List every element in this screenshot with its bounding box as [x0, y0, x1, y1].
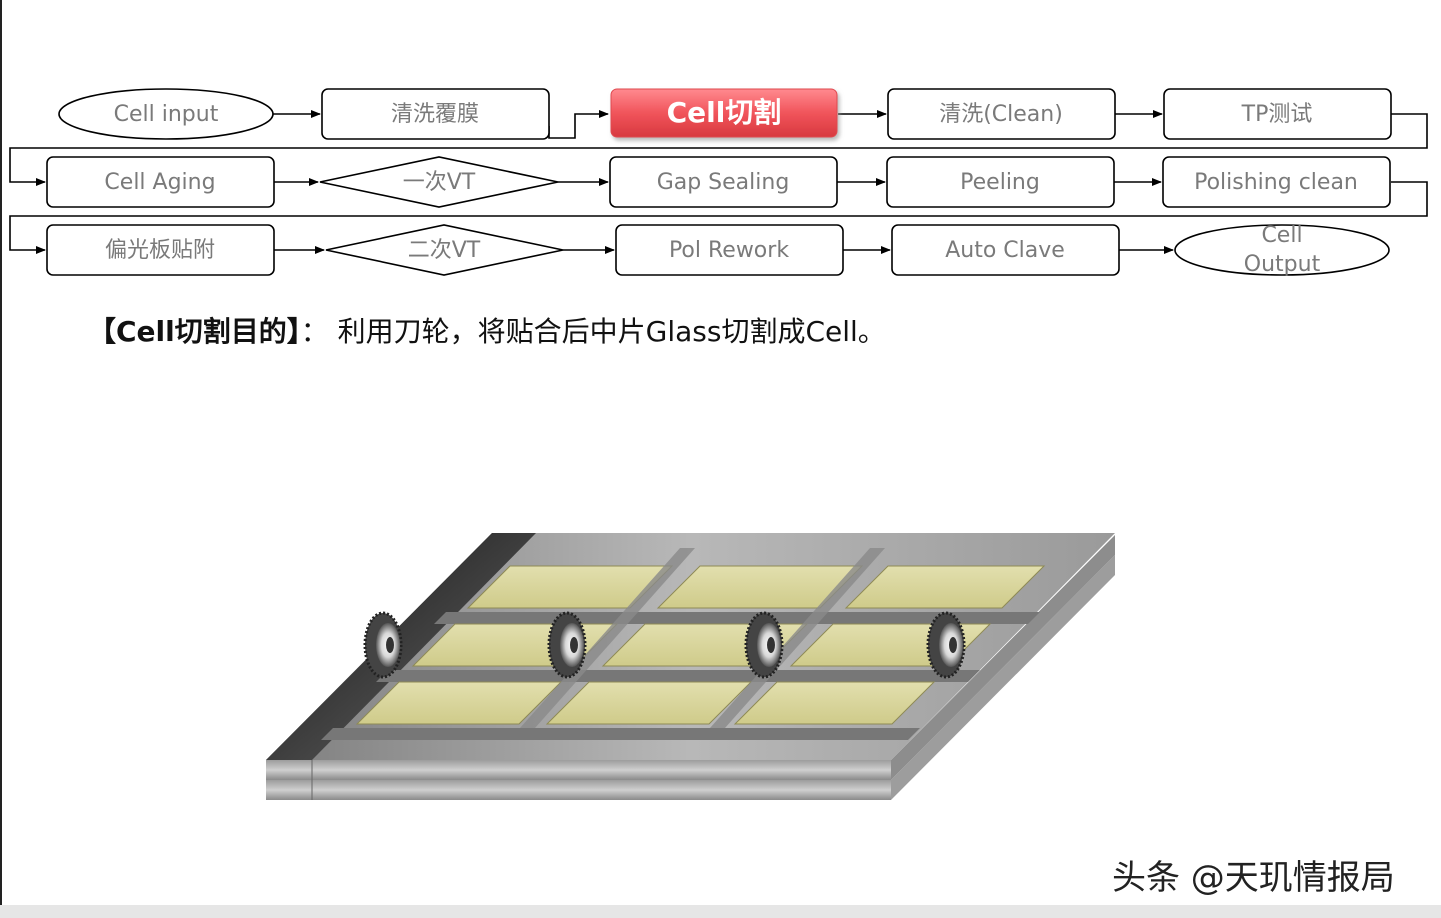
left-border	[0, 0, 2, 905]
node-gap-sealing: Gap Sealing	[609, 156, 838, 208]
cutting-wheel	[547, 611, 587, 679]
node-polishing-clean: Polishing clean	[1162, 156, 1391, 208]
node-label: TP测试	[1241, 102, 1313, 127]
cutting-wheel	[744, 611, 784, 679]
node-polarizer-attach: 偏光板贴附	[46, 224, 275, 276]
node-pol-rework: Pol Rework	[615, 224, 844, 276]
node-label: Peeling	[960, 170, 1040, 195]
purpose-label: 【Cell切割目的】	[88, 315, 301, 348]
node-label: Cell切割	[667, 96, 782, 129]
display-panels	[355, 565, 1046, 725]
node-peeling: Peeling	[886, 156, 1115, 208]
diagonal-cut-lines	[520, 548, 885, 728]
node-cell-cut-active: Cell切割	[610, 88, 838, 138]
node-label: Cell input	[114, 102, 219, 127]
node-label: 二次VT	[408, 238, 481, 263]
node-label: Pol Rework	[669, 238, 789, 263]
node-label: 一次VT	[403, 170, 476, 195]
node-clean-film: 清洗覆膜	[321, 88, 550, 140]
node-tp-test: TP测试	[1163, 88, 1392, 140]
connectors	[9, 110, 1428, 254]
node-label: Polishing clean	[1194, 170, 1358, 195]
node-label: 偏光板贴附	[105, 238, 215, 263]
node-label: Cell Aging	[104, 170, 215, 195]
cutting-purpose: 【Cell切割目的】： 利用刀轮，将贴合后中片Glass切割成Cell。	[88, 310, 886, 350]
watermark: 头条 @天玑情报局	[1112, 858, 1395, 898]
node-label: 清洗覆膜	[391, 102, 479, 127]
node-cell-aging: Cell Aging	[46, 156, 275, 208]
node-cell-output: Cell Output	[1174, 223, 1390, 277]
node-cell-input: Cell input	[58, 88, 274, 140]
node-label-line1: Cell	[1261, 223, 1302, 248]
node-label: 清洗(Clean)	[939, 102, 1063, 127]
node-auto-clave: Auto Clave	[891, 224, 1120, 276]
node-vt1-decision: 一次VT	[319, 156, 559, 208]
purpose-text: ： 利用刀轮，将贴合后中片Glass切割成Cell。	[300, 315, 886, 348]
node-clean: 清洗(Clean)	[887, 88, 1116, 140]
node-label: Auto Clave	[945, 238, 1065, 263]
cutting-wheel	[926, 611, 966, 679]
cut-lines	[321, 612, 1040, 740]
node-vt2-decision: 二次VT	[325, 224, 564, 276]
cutting-wheel	[363, 611, 403, 679]
node-label: Gap Sealing	[657, 170, 790, 195]
bottom-strip	[0, 905, 1441, 918]
node-label-line2: Output	[1244, 252, 1321, 277]
process-flowchart: Cell input 清洗覆膜 Cell切割 清洗(Clean) TP测试 Ce…	[9, 88, 1428, 277]
